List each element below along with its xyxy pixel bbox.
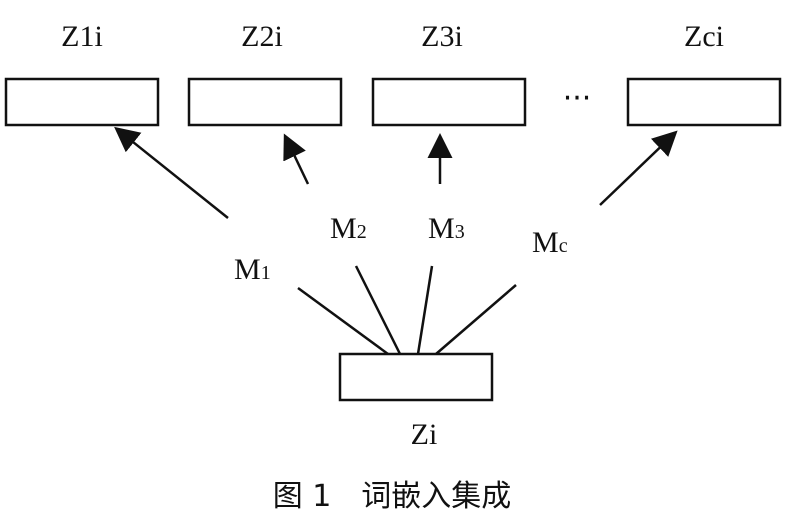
arrow-mc-to-zci: [599, 130, 678, 206]
output-box-zci: [626, 77, 782, 127]
output-label-z3i: Z3i: [421, 20, 463, 53]
input-box-zi: [338, 352, 494, 402]
ellipsis: ···: [563, 81, 592, 116]
figure-caption: 图 1 词嵌入集成: [273, 479, 512, 514]
arrow-m1-to-z1i: [114, 126, 229, 219]
output-label-z2i: Z2i: [241, 20, 283, 53]
arrow-m2-to-z2i: [283, 133, 310, 185]
edge-label-mc: Mc: [532, 226, 568, 259]
line-zi-to-mc: [435, 284, 517, 355]
edge-label-m2: M2: [330, 212, 367, 245]
line-zi-to-m2: [354, 265, 402, 355]
line-zi-to-m3: [416, 265, 434, 355]
output-box-z1i: [4, 77, 160, 127]
output-box-z3i: [371, 77, 527, 127]
line-zi-to-m1: [297, 286, 389, 356]
edge-label-m3: M3: [428, 212, 465, 245]
output-label-z1i: Z1i: [61, 20, 103, 53]
input-label-zi: Zi: [411, 418, 438, 451]
output-box-z2i: [187, 77, 343, 127]
edge-label-m1: M1: [234, 253, 271, 286]
output-label-zci: Zci: [684, 20, 724, 53]
